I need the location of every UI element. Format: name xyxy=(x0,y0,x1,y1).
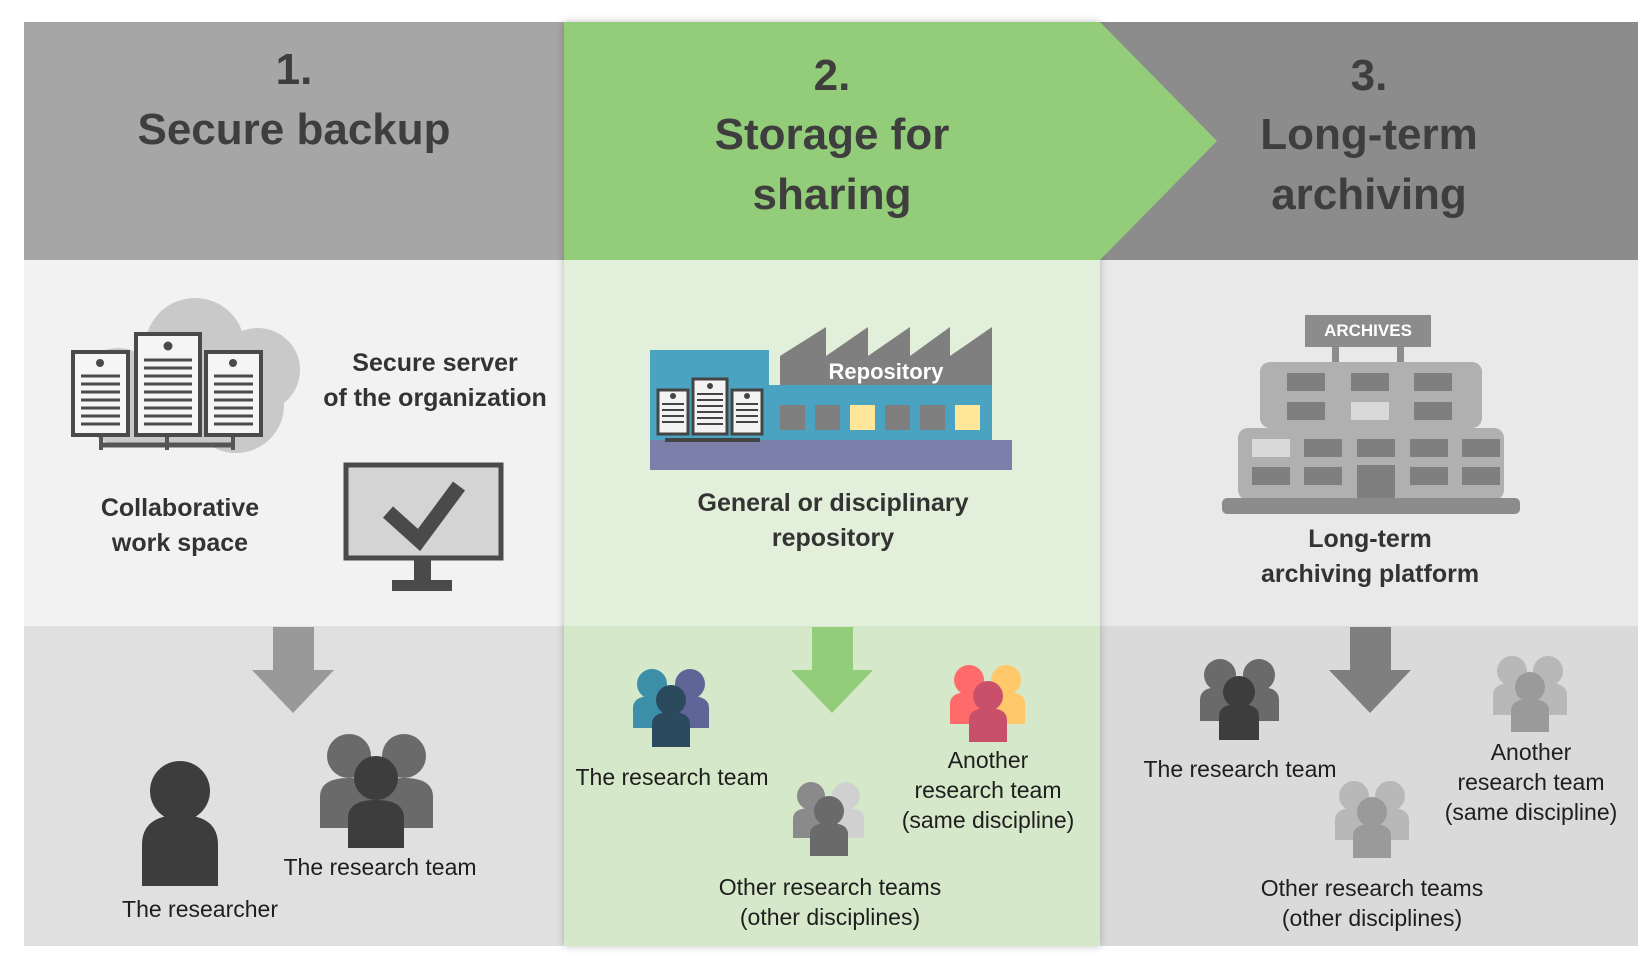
col3-number: 3. xyxy=(1350,51,1388,100)
workspace-label-line2: work space xyxy=(111,529,249,557)
research-team-icon xyxy=(1200,659,1279,740)
workspace-label-line1: Collaborative xyxy=(100,494,260,522)
col2-title-line2: sharing xyxy=(752,170,912,219)
down-arrow-icon xyxy=(791,627,873,713)
repository-label-line1: General or disciplinary xyxy=(697,489,969,517)
monitor-check-icon xyxy=(343,462,504,591)
archives-sign: ARCHIVES xyxy=(1324,321,1412,340)
another-team-label-line3: (same discipline) xyxy=(1444,799,1618,825)
cloud-server-icon xyxy=(71,298,300,453)
other-teams-label-line2: (other disciplines) xyxy=(1281,905,1463,931)
down-arrow-icon xyxy=(252,627,334,713)
another-team-icon xyxy=(1493,656,1567,732)
secure-server-label-line2: of the organization xyxy=(323,384,547,412)
col1-header-bg xyxy=(24,22,564,260)
another-team-label-line2: research team xyxy=(1457,769,1605,795)
research-team-icon xyxy=(320,734,433,848)
archives-building-icon xyxy=(1222,315,1520,514)
researcher-label: The researcher xyxy=(122,896,278,922)
research-team-icon xyxy=(633,669,709,747)
secure-server-label-line1: Secure server xyxy=(352,349,518,377)
col2-header-chevron xyxy=(564,22,1217,260)
col1-number: 1. xyxy=(275,45,313,94)
another-team-label-line1: Another xyxy=(947,747,1029,773)
another-team-label-line1: Another xyxy=(1490,739,1572,765)
research-team-label: The research team xyxy=(283,854,477,880)
researcher-icon xyxy=(142,761,218,886)
other-teams-label-line2: (other disciplines) xyxy=(739,904,921,930)
down-arrow-icon xyxy=(1329,627,1411,713)
repository-building-icon xyxy=(650,327,1012,470)
research-team-label: The research team xyxy=(575,764,769,790)
research-team-label: The research team xyxy=(1143,756,1337,782)
col2-number: 2. xyxy=(813,51,851,100)
other-teams-icon xyxy=(1335,781,1409,858)
col1-title: Secure backup xyxy=(137,105,451,154)
other-teams-icon xyxy=(793,782,864,856)
col3-title-line1: Long-term xyxy=(1260,110,1478,159)
other-teams-label-line1: Other research teams xyxy=(1260,875,1484,901)
col3-title-line2: archiving xyxy=(1271,170,1467,219)
another-team-icon xyxy=(950,665,1025,742)
another-team-label-line2: research team xyxy=(914,777,1062,803)
repository-label-line2: repository xyxy=(771,524,895,552)
col2-title-line1: Storage for xyxy=(714,110,950,159)
repository-sign: Repository xyxy=(828,359,944,384)
archiving-label-line2: archiving platform xyxy=(1260,560,1480,588)
other-teams-label-line1: Other research teams xyxy=(718,874,942,900)
another-team-label-line3: (same discipline) xyxy=(901,807,1075,833)
archiving-label-line1: Long-term xyxy=(1308,525,1432,553)
